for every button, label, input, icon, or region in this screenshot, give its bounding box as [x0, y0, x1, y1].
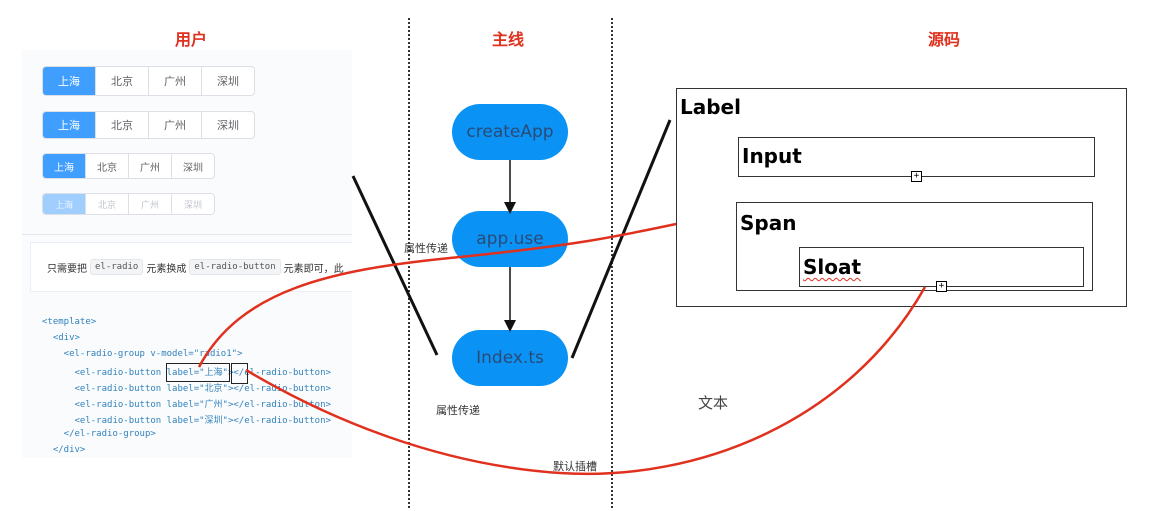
code-line: <div>: [42, 333, 80, 343]
code-line: </div>: [42, 445, 86, 455]
radio-option: 北京: [85, 194, 128, 214]
code-line: </el-radio-group>: [42, 429, 156, 439]
expand-slot-icon[interactable]: +: [936, 281, 947, 292]
curve-slot-content-to-slot-box: [245, 286, 927, 476]
code-line: <template>: [42, 317, 97, 327]
code-line: <el-radio-button label="北京"></el-radio-b…: [42, 384, 331, 394]
prop-pass-label-lower: 属性传递: [436, 404, 480, 417]
default-slot-label: 默认插槽: [553, 460, 597, 473]
tip-code-el-radio: el-radio: [90, 259, 144, 275]
tip-code-el-radio-button: el-radio-button: [189, 259, 281, 275]
header-source: 源码: [928, 30, 961, 49]
radio-option[interactable]: 广州: [128, 154, 171, 178]
expand-input-icon[interactable]: +: [911, 171, 922, 182]
radio-option[interactable]: 深圳: [201, 112, 254, 138]
radio-option: 广州: [128, 194, 171, 214]
header-user: 用户: [175, 30, 208, 49]
radio-option[interactable]: 北京: [95, 112, 148, 138]
radio-option[interactable]: 北京: [95, 67, 148, 95]
curve-label-prop-to-label-box: [197, 222, 677, 368]
radio-option[interactable]: 北京: [85, 154, 128, 178]
slot-content-highlight: [231, 363, 248, 384]
code-line: <el-radio-button label="深圳"></el-radio-b…: [42, 416, 331, 426]
radio-option: 深圳: [171, 194, 214, 214]
radio-button-group-default: 上海 北京 广州 深圳: [42, 66, 255, 96]
input-element-title: Input: [742, 144, 802, 168]
radio-option[interactable]: 上海: [43, 67, 95, 95]
header-mainline: 主线: [492, 30, 525, 49]
radio-button-group-mini-disabled: 上海 北京 广州 深圳: [42, 193, 215, 215]
tip-text: 只需要把: [47, 263, 87, 275]
radio-option[interactable]: 广州: [148, 112, 201, 138]
usage-tip: 只需要把 el-radio 元素换成 el-radio-button 元素即可，…: [30, 242, 352, 292]
user-example-panel: 上海 北京 广州 深圳 上海 北京 广州 深圳 上海 北京 广州 深圳 上海 北…: [22, 50, 352, 458]
code-line: <el-radio-button label="广州"></el-radio-b…: [42, 400, 331, 410]
span-element-title: Span: [740, 211, 797, 235]
flow-node-createapp: createApp: [452, 104, 568, 160]
slot-element-title: Sloat: [803, 255, 862, 279]
radio-option[interactable]: 广州: [148, 67, 201, 95]
radio-button-group-small: 上海 北京 广州 深圳: [42, 153, 215, 179]
funnel-line-right: [570, 119, 672, 359]
radio-button-group-medium: 上海 北京 广州 深圳: [42, 111, 255, 139]
label-component-title: Label: [680, 95, 741, 119]
label-attr-highlight: [166, 363, 230, 382]
tip-text: 元素换成: [146, 263, 187, 275]
prop-pass-label-upper: 属性传递: [404, 242, 448, 255]
panel-divider: [22, 234, 352, 235]
radio-option[interactable]: 深圳: [171, 154, 214, 178]
flow-node-index-ts: Index.ts: [452, 330, 568, 386]
radio-option[interactable]: 上海: [43, 112, 95, 138]
radio-option: 上海: [43, 194, 85, 214]
tip-text: 元素即可，此: [283, 263, 344, 275]
radio-option[interactable]: 上海: [43, 154, 85, 178]
flow-node-app-use: app.use: [452, 211, 568, 267]
text-node-label: 文本: [698, 394, 729, 412]
code-line: <el-radio-group v-model="radio1">: [42, 349, 243, 359]
radio-option[interactable]: 深圳: [201, 67, 254, 95]
input-element-box: Input: [738, 137, 1095, 177]
